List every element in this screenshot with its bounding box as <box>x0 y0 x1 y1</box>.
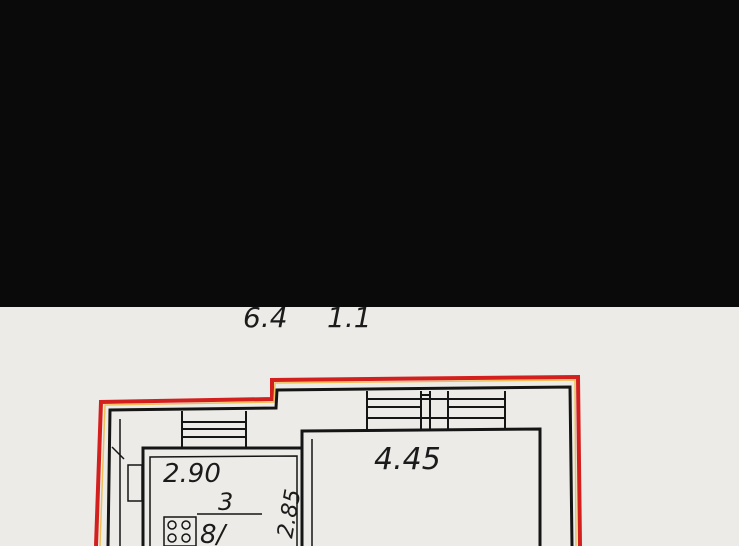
blank-black-area <box>0 0 739 307</box>
apartment-outline-inner <box>99 379 577 546</box>
stove-icon <box>163 516 197 546</box>
stove-label: 8/ <box>200 520 229 546</box>
floor-plan-sheet: 6.4 1.1 <box>0 307 739 546</box>
room-large-wall <box>300 427 542 546</box>
room-small-dimension: 2.90 <box>163 459 221 489</box>
outer-wall <box>106 385 574 546</box>
corridor-details <box>111 419 143 546</box>
header-note-b: 1.1 <box>327 307 372 334</box>
header-note-a: 6.4 <box>243 307 288 334</box>
room-small-inner-wall <box>149 455 298 546</box>
floor-plan-drawing: 6.4 1.1 <box>94 307 582 546</box>
window-right <box>366 391 506 429</box>
room-small-wall <box>141 446 301 546</box>
room-large-dimension: 4.45 <box>374 442 441 477</box>
room-small-number: 3 <box>218 488 233 516</box>
window-left <box>181 411 247 447</box>
apartment-outline <box>94 374 582 546</box>
